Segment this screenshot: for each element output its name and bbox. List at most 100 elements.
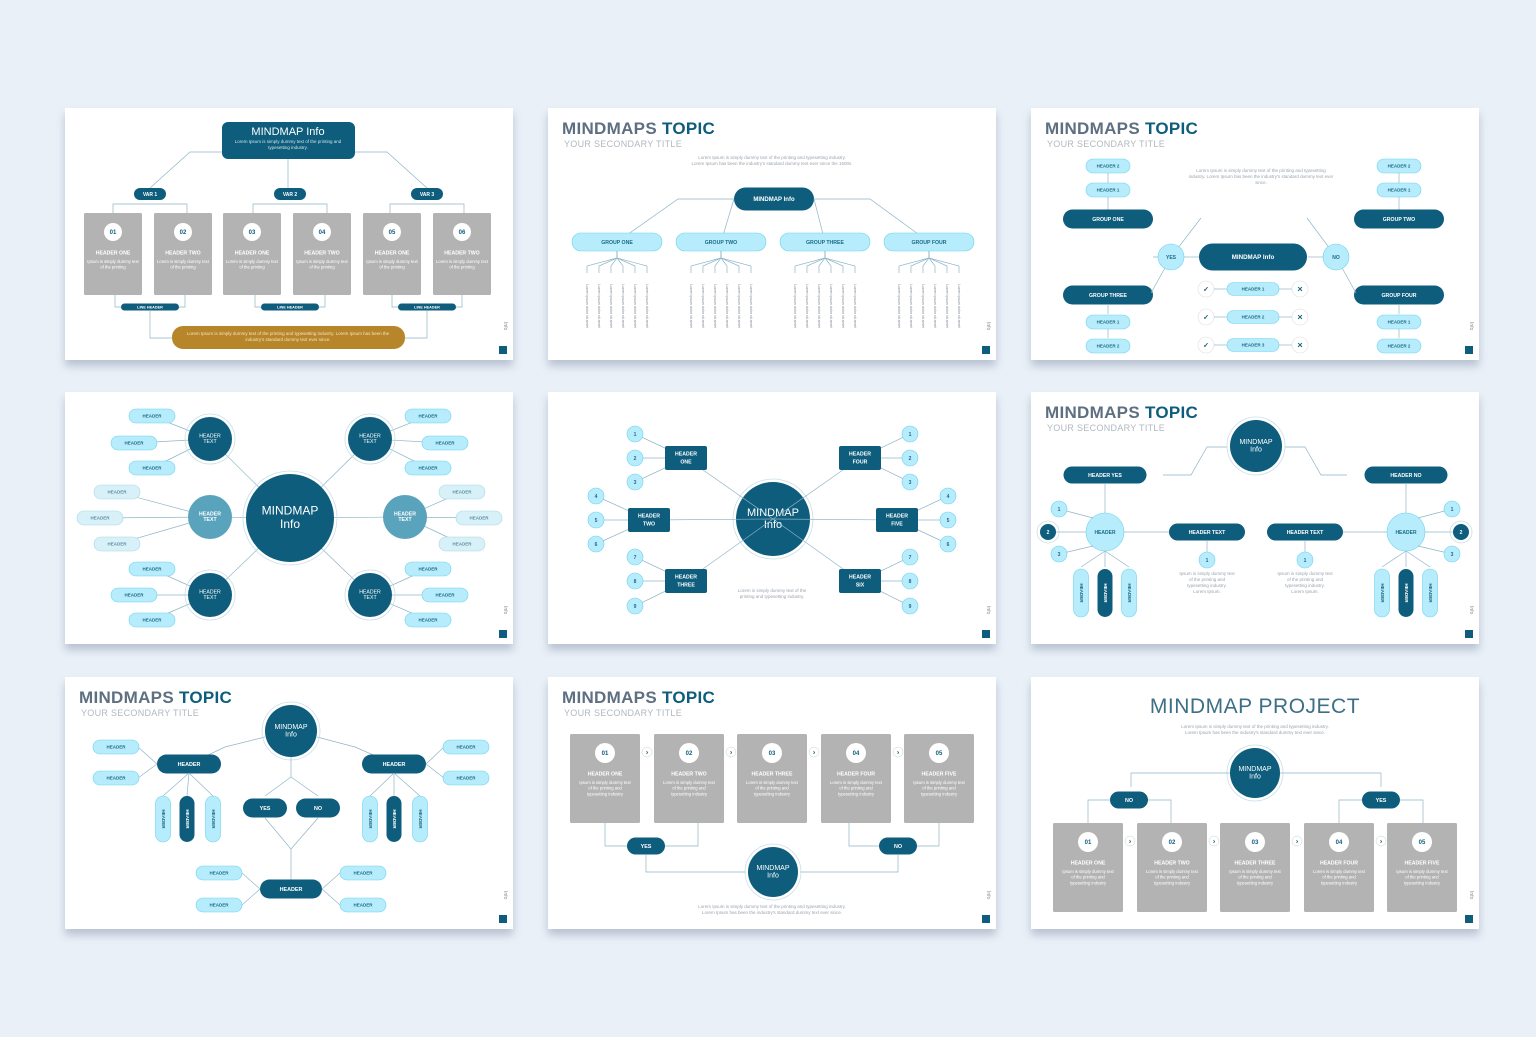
yes-pill-label: YES [1376,798,1387,804]
connector-line [818,251,826,273]
circle-label: HEADER [1094,530,1116,536]
slide-3-thumbnail[interactable]: MINDMAPS TOPIC YOUR SECONDARY TITLE Lore… [1031,108,1479,360]
circle-label: 1 [1206,558,1209,564]
slide-7-thumbnail[interactable]: MINDMAPS TOPIC YOUR SECONDARY TITLE MIND… [65,677,513,929]
vertical-pill-label: HEADER [1428,583,1433,603]
header-pill [339,865,387,881]
hub-box-label: HEADER [675,574,697,580]
connector-line [264,817,292,880]
header-pill-label: HEADER 1 [1097,188,1120,193]
gray-card [1387,823,1457,912]
number-badge [762,743,782,763]
group-pill-label: GROUP TWO [705,240,737,246]
card-header: HEADER ONE [588,771,623,777]
number-badge [174,223,192,241]
connector-line [604,823,628,847]
vertical-pill-node [386,796,402,842]
header-pill-label: HEADER [456,745,476,750]
page-label: Info [985,890,991,899]
number-circle [901,597,919,615]
circle-label: HEADER [359,434,381,440]
connector-line [393,772,421,797]
connector-line [355,151,428,189]
vertical-pill-label: HEADER [1079,583,1084,603]
card-header: HEADER FIVE [1405,860,1440,866]
var-pill-label: VAR 3 [420,192,435,198]
hub-circle [348,573,392,617]
circle-label: TEXT [363,595,377,601]
circle-label: 1 [634,432,637,438]
header-pill-label: HEADER 1 [1388,320,1411,325]
circle-label: 8 [634,579,637,585]
gray-card [84,213,142,295]
slide-subtitle: YOUR SECONDARY TITLE [1047,423,1166,433]
header-pill-label: HEADER [106,776,126,781]
group-pill-label: GROUP THREE [1089,293,1127,299]
header-pill-label: HEADER [90,516,110,521]
card-number: 05 [1419,840,1426,846]
page-number-marker [499,630,507,638]
circle-label: 9 [909,604,912,610]
leaf-text: Lorem ipsum dolor sit amet [585,284,589,327]
number-circle [1040,524,1056,540]
group-pill [1354,209,1444,229]
number-circle [626,473,644,491]
connector-line [1400,799,1424,823]
title-box [222,122,355,159]
leaf-text: Lorem ipsum dolor sit amet [633,284,637,327]
leaf-text: Lorem ipsum dolor sit amet [701,284,705,327]
page-number-marker [499,915,507,923]
number-circle [901,425,919,443]
close-icon: ✕ [1297,286,1303,293]
card-header: HEADER ONE [1071,860,1106,866]
slide-9-thumbnail[interactable]: MINDMAP PROJECT Lorem Ipsum is simply du… [1031,677,1479,929]
circle-label: HEADER [359,590,381,596]
header-pill-label: HEADER [452,542,472,547]
leaf-text: Lorem ipsum dolor sit amet [841,284,845,327]
center-circle [1230,420,1282,472]
connector-line [928,251,936,273]
connector-line [264,757,292,797]
connector-line [112,203,188,213]
gold-banner [172,326,405,349]
center-pill [734,187,814,211]
slide-title: MINDMAPS TOPIC [1045,403,1199,422]
slide-desc: Lorem Ipsum is simply dummy text of the … [1189,168,1334,185]
header-pill [76,510,124,526]
number-badge [846,743,866,763]
gray-card [654,734,724,823]
var-pill-label: VAR 1 [143,192,158,198]
var-pill [274,188,306,200]
header-pill [421,587,469,603]
group-pill [1063,285,1153,305]
connector-line [290,817,319,850]
connector-line [720,251,728,273]
page-label: Info [1468,321,1474,330]
var-pill [134,188,166,200]
number-circle [1453,524,1469,540]
gray-card [1220,823,1290,912]
hub-circle [383,495,427,539]
slide-9-diagram: Lorem Ipsum is simply dummy text of the … [1053,724,1457,912]
arrow-icon: › [1213,838,1216,845]
vertical-pill-label: HEADER [1103,583,1108,603]
circle-label: 1 [909,432,912,438]
connector-line [425,763,445,779]
gray-card [363,213,421,295]
leaf-text: Lorem ipsum dolor sit amet [725,284,729,327]
header-pill-label: HEADER NO [1390,473,1421,479]
slide-2-thumbnail[interactable]: MINDMAPS TOPIC YOUR SECONDARY TITLE Lore… [548,108,996,360]
no-pill [296,798,340,818]
page-label: Info [1468,890,1474,899]
circle-label: HEADER [1395,530,1417,536]
slide-6-thumbnail[interactable]: MINDMAPS TOPIC YOUR SECONDARY TITLE MIND… [1031,392,1479,644]
card-number: 02 [1169,840,1176,846]
number-badge [1245,832,1265,852]
